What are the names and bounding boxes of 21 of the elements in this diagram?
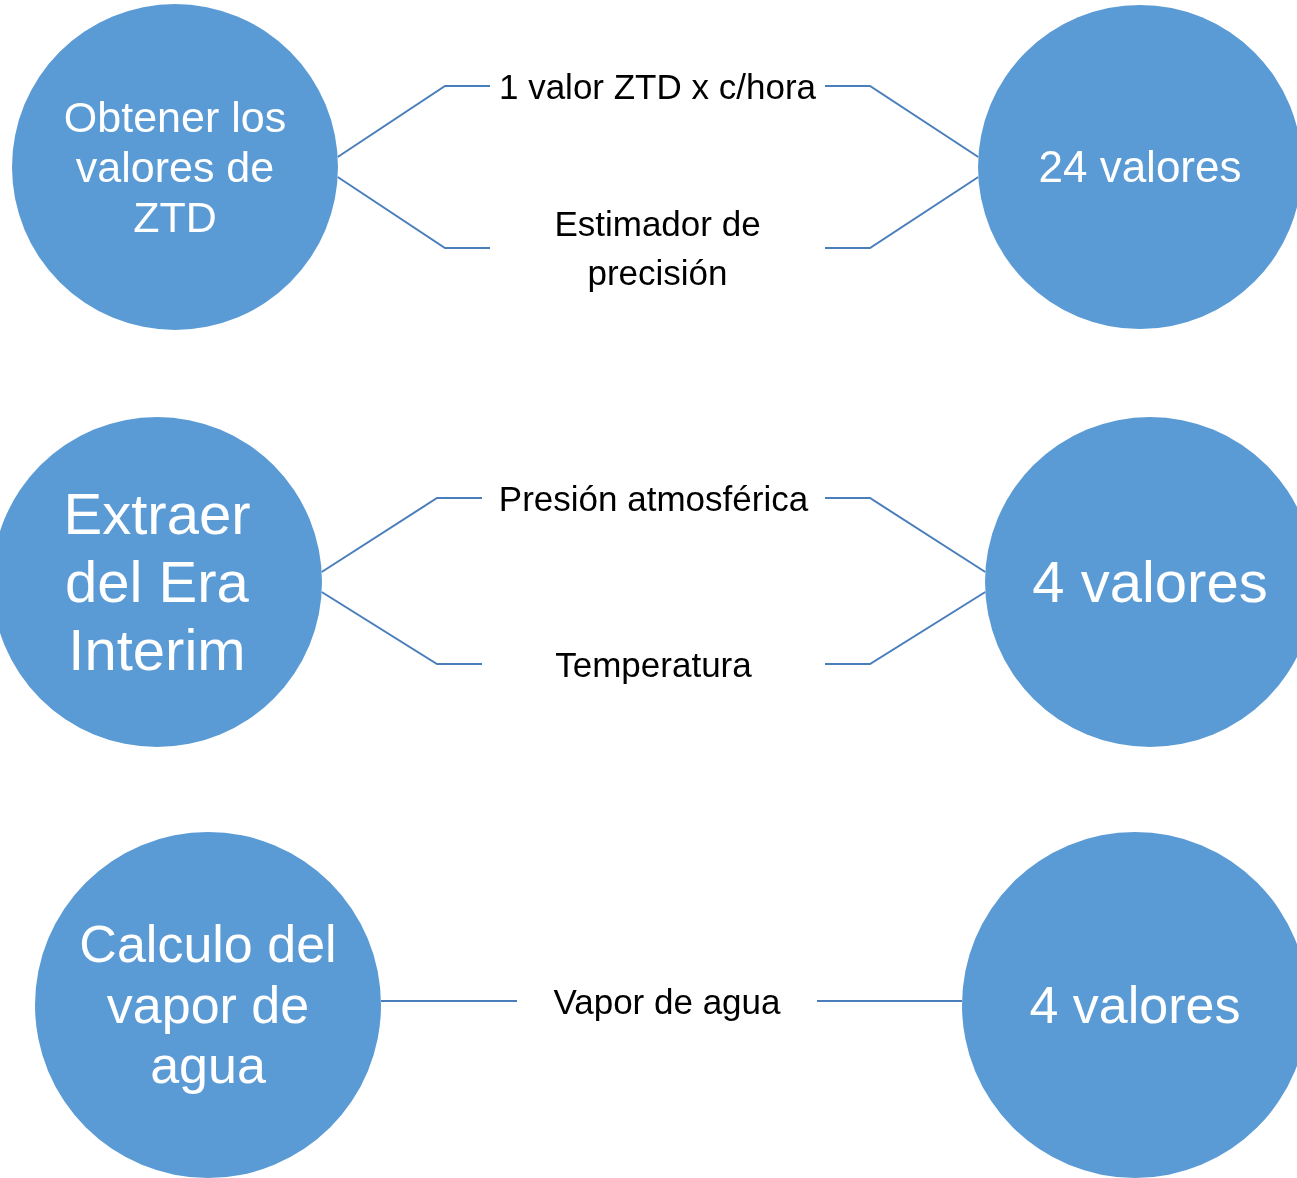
connector-line — [824, 176, 980, 249]
connector-text: Estimador de precisión — [490, 199, 825, 297]
connector-text: Presión atmosférica — [482, 473, 825, 523]
node-label: Obtener los valores de ZTD — [62, 91, 288, 243]
connector-text: Temperatura — [482, 639, 825, 689]
node-label: 24 valores — [1038, 141, 1242, 193]
connector-line — [336, 176, 491, 249]
node-label: Calculo del vapor de agua — [78, 913, 338, 1097]
connector-line — [824, 591, 987, 665]
connector-line — [824, 85, 980, 158]
connector-line — [824, 497, 987, 573]
connector-line — [379, 1000, 518, 1002]
node-label: Extraer del Era Interim — [62, 480, 252, 684]
connector-text: Vapor de agua — [517, 976, 817, 1026]
connector-line — [816, 1000, 964, 1002]
connector-line — [320, 591, 483, 665]
connector-line — [336, 85, 491, 158]
connector-text: 1 valor ZTD x c/hora — [490, 61, 825, 111]
connector-line — [320, 497, 483, 573]
node-label: 4 valores — [1029, 974, 1241, 1036]
node-label: 4 valores — [1032, 548, 1268, 616]
